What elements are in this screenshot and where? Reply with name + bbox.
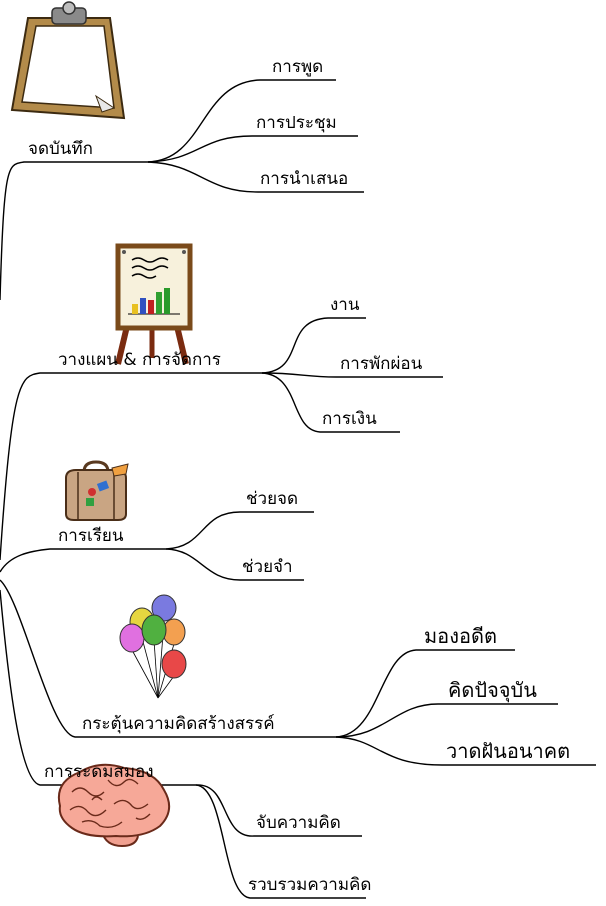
child-label: การประชุม bbox=[256, 113, 337, 133]
trunk-line bbox=[0, 589, 196, 786]
child-label: งาน bbox=[330, 295, 360, 315]
branch-label-brainstorming: การระดมสมอง bbox=[44, 762, 154, 782]
branch-label-planning: วางแผน & การจัดการ bbox=[58, 350, 221, 370]
child-label: ช่วยจด bbox=[246, 489, 299, 509]
trunk-line bbox=[0, 579, 336, 738]
child-label: การเงิน bbox=[322, 409, 377, 429]
child-label: มองอดีต bbox=[424, 624, 497, 648]
child-label: ช่วยจำ bbox=[242, 557, 293, 577]
branch-label-learning: การเรียน bbox=[58, 526, 124, 546]
child-label: รวบรวมความคิด bbox=[248, 875, 372, 895]
branch-label-note-taking: จดบันทึก bbox=[28, 139, 93, 159]
trunk-line bbox=[0, 548, 166, 573]
trunk-line bbox=[0, 161, 148, 301]
presentation-easel-icon bbox=[115, 243, 193, 365]
child-label: การพักผ่อน bbox=[340, 354, 423, 374]
child-label: จับความคิด bbox=[256, 813, 341, 833]
trunk-line bbox=[0, 372, 262, 561]
clipboard-icon bbox=[10, 1, 126, 120]
briefcase-icon bbox=[65, 460, 129, 521]
child-label: การนำเสนอ bbox=[260, 169, 349, 189]
branch-label-creativity: กระตุ้นความคิดสร้างสรรค์ bbox=[82, 714, 275, 734]
child-label: คิดปัจจุบัน bbox=[448, 678, 537, 702]
balloons-icon bbox=[119, 594, 187, 699]
child-label: การพูด bbox=[272, 57, 324, 77]
brain-icon bbox=[58, 763, 171, 848]
child-label: วาดฝันอนาคต bbox=[446, 739, 571, 763]
